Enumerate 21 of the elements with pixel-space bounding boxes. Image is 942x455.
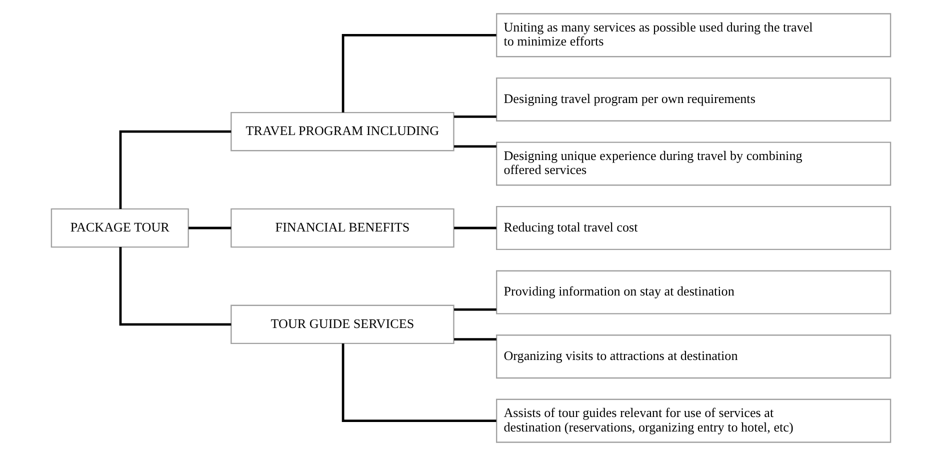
node-box: TOUR GUIDE SERVICES [230, 304, 454, 344]
node-box: Uniting as many services as possible used during the travel to minimize efforts [496, 12, 892, 57]
node-box: PACKAGE TOUR [50, 208, 189, 248]
node-box: Providing information on stay at destination [496, 270, 892, 314]
connector [454, 338, 496, 340]
node-box: FINANCIAL BENEFITS [230, 208, 454, 248]
node-box: TRAVEL PROGRAM INCLUDING [230, 111, 454, 151]
node-box: Assists of tour guides relevant for use of services at destination (reservations, organizing entry to hotel, etc) [496, 398, 892, 442]
node-box: Reducing total travel cost [496, 205, 892, 250]
connector [342, 342, 496, 422]
connector [342, 34, 496, 112]
node-box: Organizing visits to attractions at destination [496, 334, 892, 378]
connector [454, 308, 496, 310]
node-box: Designing unique experience during travel by combining offered services [496, 141, 892, 186]
connector [454, 226, 496, 229]
connector [119, 246, 232, 326]
connector [454, 144, 496, 148]
connector [119, 130, 232, 208]
node-box: Designing travel program per own requirements [496, 76, 892, 121]
connector [454, 115, 496, 118]
connector [188, 226, 232, 229]
